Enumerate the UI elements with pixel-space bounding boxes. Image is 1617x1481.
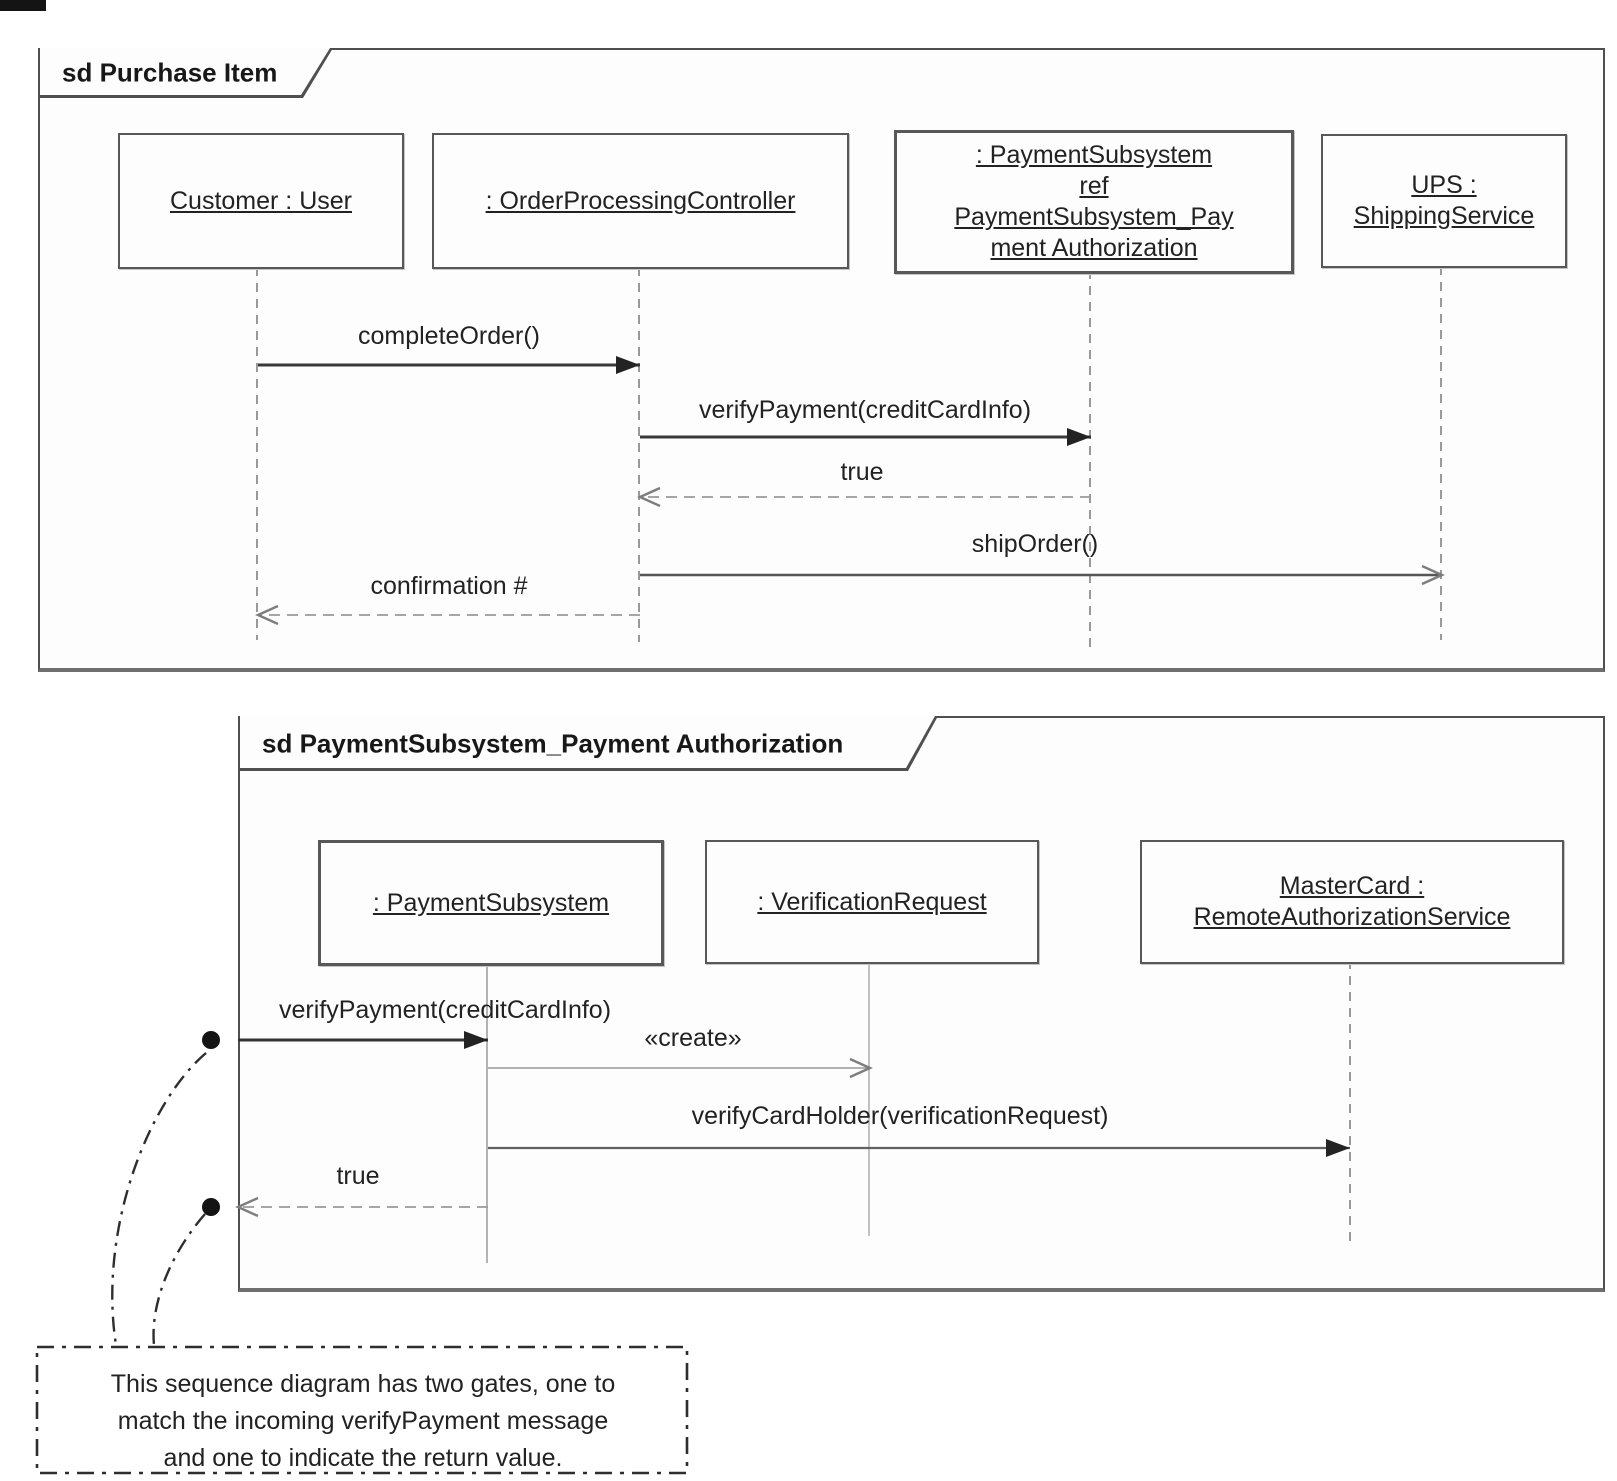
lifeline-label: : PaymentSubsystem <box>372 888 610 917</box>
tab-pentagon-shape <box>38 48 333 98</box>
lifeline-label-line: ment Authorization <box>990 234 1198 262</box>
message-label-true-return: true <box>840 458 884 486</box>
message-label-verifyPayment: verifyPayment(creditCardInfo) <box>698 396 1032 424</box>
message-label-completeOrder: completeOrder() <box>358 322 540 350</box>
lifeline-box-payment-subsystem: : PaymentSubsystem <box>318 840 664 966</box>
lifeline-label-line: : PaymentSubsystem <box>975 141 1213 169</box>
lifeline-label-line: ref <box>1079 172 1109 200</box>
lifeline-label-line: PaymentSubsystem_Pay <box>954 203 1234 231</box>
note-line: match the incoming verifyPayment message <box>117 1407 609 1435</box>
message-label-true-gate: true <box>336 1162 380 1190</box>
message-label-verifyPayment-gate: verifyPayment(creditCardInfo) <box>278 996 612 1024</box>
message-label-create: «create» <box>644 1024 742 1052</box>
lifeline-label-line: MasterCard : <box>1279 872 1425 900</box>
lifeline-label-line: UPS : <box>1411 171 1477 199</box>
lifeline-box-mastercard-service: MasterCard : RemoteAuthorizationService <box>1140 840 1564 964</box>
lifeline-box-payment-subsystem-ref: : PaymentSubsystem ref PaymentSubsystem_… <box>894 130 1294 274</box>
note-line: This sequence diagram has two gates, one… <box>110 1370 616 1398</box>
note-connector-to-return-gate <box>152 1213 206 1346</box>
tab-pentagon-shape <box>238 716 938 771</box>
message-label-shipOrder: shipOrder() <box>971 530 1099 558</box>
lifeline-box-verification-request: : VerificationRequest <box>705 840 1039 964</box>
message-label-verifyCardHolder: verifyCardHolder(verificationRequest) <box>691 1102 1109 1130</box>
message-label-confirmation: confirmation # <box>370 572 528 600</box>
lifeline-box-customer-user: Customer : User <box>118 133 404 269</box>
lifeline-box-order-processing-controller: : OrderProcessingController <box>432 133 849 269</box>
lifeline-label-line: RemoteAuthorizationService <box>1193 903 1511 931</box>
lifeline-label: : OrderProcessingController <box>485 186 796 215</box>
gate-dot-return <box>202 1198 220 1216</box>
frame-title: sd PaymentSubsystem_Payment Authorizatio… <box>262 728 844 758</box>
lifeline-box-ups-shipping-service: UPS : ShippingService <box>1321 134 1567 268</box>
gate-dot-incoming <box>202 1031 220 1049</box>
lifeline-label-line: ShippingService <box>1353 202 1535 230</box>
note-connector-to-incoming-gate <box>111 1052 207 1346</box>
lifeline-label: : VerificationRequest <box>757 887 987 916</box>
frame-purchase-item-tab: sd Purchase Item <box>38 48 333 98</box>
lifeline-label: Customer : User <box>170 186 352 215</box>
frame-payment-authorization-tab: sd PaymentSubsystem_Payment Authorizatio… <box>238 716 938 771</box>
frame-title: sd Purchase Item <box>62 57 278 88</box>
frame-payment-authorization <box>238 716 1605 1292</box>
note-comment: This sequence diagram has two gates, one… <box>48 1366 678 1477</box>
note-line: and one to indicate the return value. <box>163 1444 563 1472</box>
scan-artifact-mark <box>0 0 46 11</box>
